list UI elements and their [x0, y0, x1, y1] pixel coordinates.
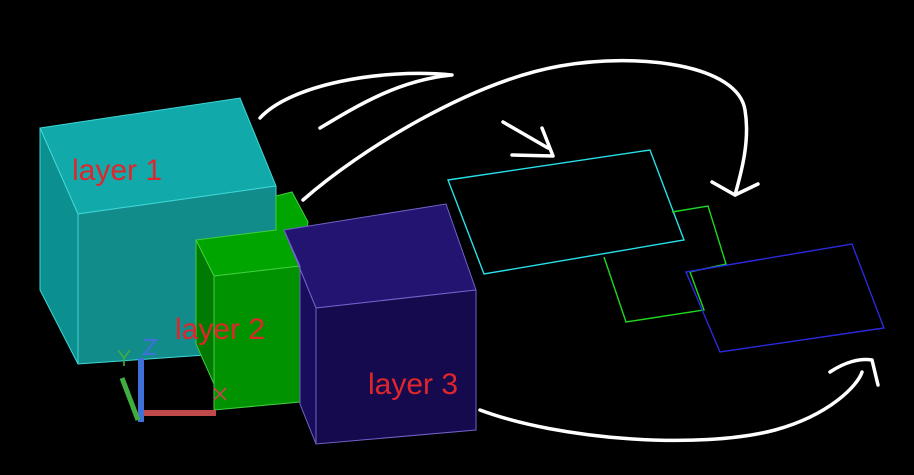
arrow-to-outline-2-head	[710, 180, 760, 197]
layer-2-label: layer 2	[175, 313, 266, 346]
outline-rectangle-layer-1[interactable]	[447, 149, 685, 275]
layer-3-label: layer 3	[368, 368, 459, 401]
outline-rectangle-layer-3[interactable]	[685, 243, 885, 353]
ucs-icon	[117, 339, 227, 422]
ucs-x-axis	[144, 410, 216, 416]
arrow-to-outline-2	[301, 58, 749, 202]
box-3-front-face	[315, 289, 477, 445]
ucs-z-axis	[138, 358, 144, 422]
box-3-left-face	[283, 229, 317, 445]
arrow-to-outline-3	[478, 370, 864, 443]
solid-box-layer-2[interactable]	[195, 191, 309, 411]
ucs-y-axis	[119, 377, 141, 421]
annotation-arrows	[258, 58, 880, 443]
arrow-to-outline-3-head	[828, 357, 880, 387]
ucs-y-letter	[117, 349, 131, 366]
arrow-to-outline-1	[258, 71, 454, 130]
box-3-top-face	[283, 203, 477, 309]
solid-box-layer-3[interactable]	[283, 203, 477, 445]
layer-1-label: layer 1	[72, 154, 163, 187]
ucs-x-letter	[213, 387, 227, 401]
outline-shape-layer-2[interactable]	[603, 205, 727, 323]
ucs-z-letter	[141, 339, 159, 355]
arrow-to-outline-1-head	[501, 120, 555, 158]
